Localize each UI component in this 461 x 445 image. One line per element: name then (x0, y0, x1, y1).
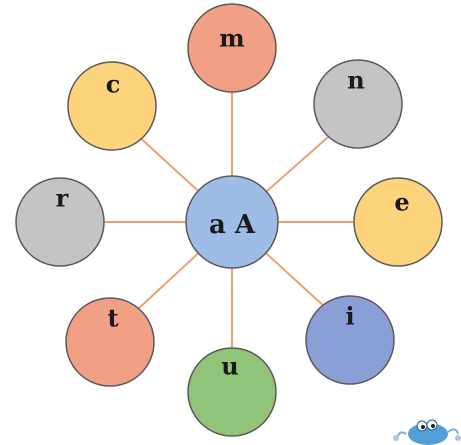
node-t-circle (65, 297, 155, 387)
node-i-circle (305, 295, 395, 385)
node-c-circle (67, 61, 157, 151)
node-n-label: n (347, 66, 364, 95)
node-e-label: e (394, 188, 409, 217)
node-m-label: m (219, 24, 244, 53)
node-c: c (67, 61, 157, 151)
node-i: i (305, 295, 395, 385)
node-r-label: r (56, 184, 69, 213)
node-r: r (15, 177, 105, 267)
node-m: m (187, 3, 277, 93)
blue-mascot-icon (393, 419, 461, 445)
node-e-circle (353, 177, 443, 267)
center-node-label: a A (209, 210, 256, 240)
node-n: n (313, 59, 403, 149)
node-n-circle (313, 59, 403, 149)
node-c-label: c (106, 70, 121, 99)
node-u: u (187, 347, 277, 437)
node-e: e (353, 177, 443, 267)
node-t: t (65, 297, 155, 387)
center-node: a A (185, 175, 279, 269)
node-i-label: i (345, 302, 354, 331)
center-node-circle (185, 175, 279, 269)
node-r-circle (15, 177, 105, 267)
node-m-circle (187, 3, 277, 93)
node-u-circle (187, 347, 277, 437)
node-t-label: t (107, 304, 118, 333)
node-u-label: u (221, 352, 238, 381)
